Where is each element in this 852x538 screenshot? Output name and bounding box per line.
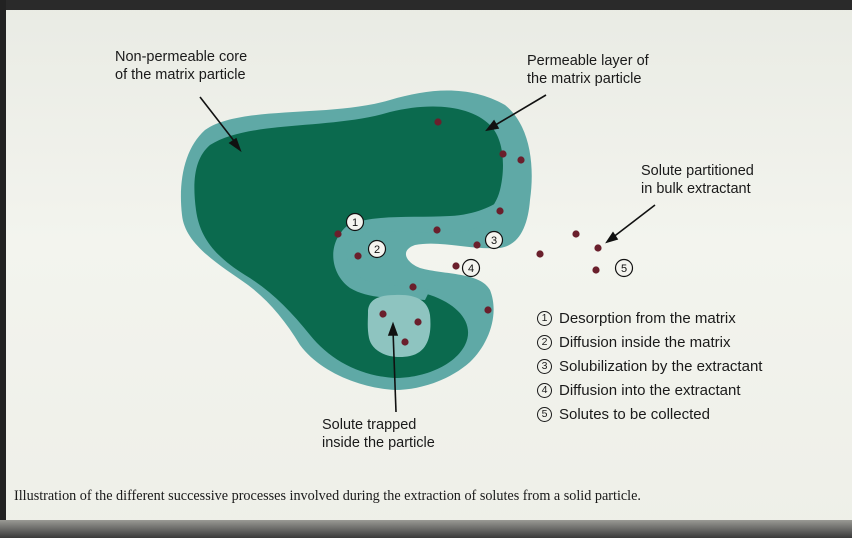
solute-dot: [379, 310, 386, 317]
legend-number-3: 3: [537, 359, 552, 374]
solute-dot: [592, 266, 599, 273]
core-label-line1: Non-permeable core: [115, 48, 247, 66]
bulk-label-line2: in bulk extractant: [641, 180, 754, 198]
legend-row-4: 4 Diffusion into the extractant: [537, 378, 762, 402]
legend-number-5: 5: [537, 407, 552, 422]
legend-text-1: Desorption from the matrix: [559, 310, 736, 327]
step-marker-5: 5: [616, 260, 633, 277]
legend-text-3: Solubilization by the extractant: [559, 358, 762, 375]
core-label-line2: of the matrix particle: [115, 66, 247, 84]
svg-text:1: 1: [352, 217, 358, 229]
solute-dot: [409, 283, 416, 290]
legend-text-2: Diffusion inside the matrix: [559, 334, 730, 351]
trapped-label-line1: Solute trapped: [322, 416, 435, 434]
solute-dot: [572, 230, 579, 237]
solute-dot: [452, 262, 459, 269]
legend-row-3: 3 Solubilization by the extractant: [537, 354, 762, 378]
solute-dot: [517, 156, 524, 163]
step-marker-1: 1: [347, 214, 364, 231]
legend-row-2: 2 Diffusion inside the matrix: [537, 330, 762, 354]
photo-edge-bottom: [0, 520, 852, 538]
solute-dot: [414, 318, 421, 325]
step-marker-4: 4: [463, 260, 480, 277]
bulk-label-line1: Solute partitioned: [641, 162, 754, 180]
layer-label-line2: the matrix particle: [527, 70, 649, 88]
solute-dot: [499, 150, 506, 157]
legend-number-4: 4: [537, 383, 552, 398]
solute-dot: [401, 338, 408, 345]
trapped-pocket-shape: [368, 295, 431, 357]
steps-legend: 1 Desorption from the matrix 2 Diffusion…: [537, 306, 762, 426]
step-marker-2: 2: [369, 241, 386, 258]
svg-text:5: 5: [621, 263, 627, 275]
svg-text:4: 4: [468, 263, 474, 275]
layer-label: Permeable layer of the matrix particle: [527, 52, 649, 88]
solute-dot: [334, 230, 341, 237]
legend-row-5: 5 Solutes to be collected: [537, 402, 762, 426]
layer-label-line1: Permeable layer of: [527, 52, 649, 70]
solute-dot: [473, 241, 480, 248]
legend-number-2: 2: [537, 335, 552, 350]
core-label: Non-permeable core of the matrix particl…: [115, 48, 247, 84]
legend-text-4: Diffusion into the extractant: [559, 382, 741, 399]
legend-number-1: 1: [537, 311, 552, 326]
svg-text:2: 2: [374, 244, 380, 256]
trapped-label: Solute trapped inside the particle: [322, 416, 435, 452]
solute-dot: [594, 244, 601, 251]
solute-dot: [354, 252, 361, 259]
svg-text:3: 3: [491, 235, 497, 247]
step-marker-3: 3: [486, 232, 503, 249]
figure-caption: Illustration of the different successive…: [14, 488, 844, 505]
legend-row-1: 1 Desorption from the matrix: [537, 306, 762, 330]
trapped-label-line2: inside the particle: [322, 434, 435, 452]
solute-dot: [433, 226, 440, 233]
solute-dot: [536, 250, 543, 257]
bulk-label: Solute partitioned in bulk extractant: [641, 162, 754, 198]
legend-text-5: Solutes to be collected: [559, 406, 710, 423]
solute-dot: [434, 118, 441, 125]
bulk-pointer-arrow: [612, 205, 655, 238]
solute-dot: [496, 207, 503, 214]
solute-dot: [484, 306, 491, 313]
